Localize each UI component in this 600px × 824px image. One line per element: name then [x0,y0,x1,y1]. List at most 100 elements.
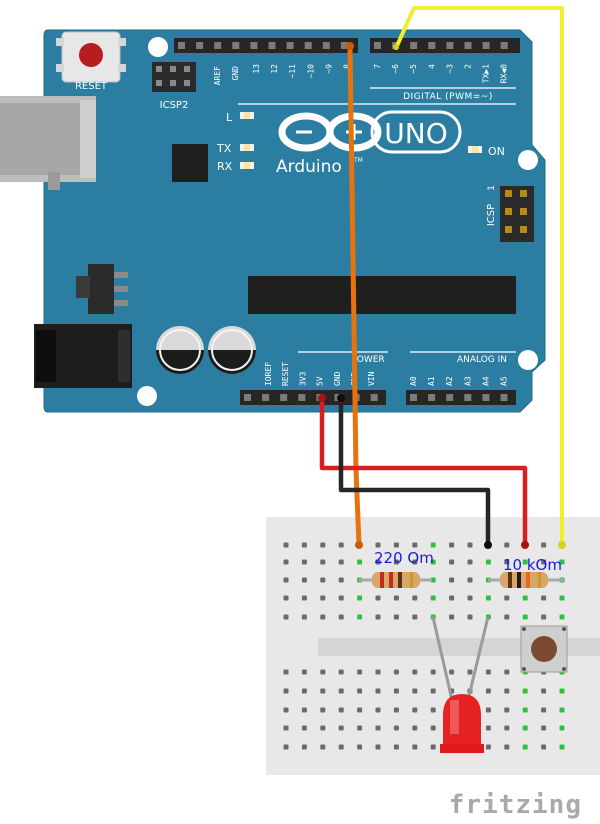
breadboard-hole [430,707,436,713]
breadboard-hole [412,614,418,620]
breadboard-hole [320,725,326,731]
pin-label: A4 [481,376,490,386]
pin-label: 7 [373,64,382,69]
header-pin [500,42,508,49]
wire-yellow [394,6,564,547]
header-pin [446,394,454,401]
breadboard-hole [430,725,436,731]
pin-label-gnd: GND [231,66,240,81]
breadboard-hole [504,744,510,750]
breadboard-hole [559,707,565,713]
mounting-hole [137,386,157,406]
pin-label: ~11 [288,64,297,79]
breadboard-hole [430,559,436,565]
pin-label: ~6 [391,64,400,74]
svg-text:TX: TX [216,142,232,155]
breadboard-hole [283,707,289,713]
breadboard-hole [320,669,326,675]
usb-chip [172,144,208,182]
svg-text:ON: ON [488,145,505,158]
breadboard-hole [504,707,510,713]
breadboard-hole [393,707,399,713]
breadboard-hole [449,614,455,620]
led-l-indicator: L [226,111,254,124]
uno-label: UNO [384,117,447,150]
breadboard-hole [467,595,473,601]
breadboard-hole [357,595,363,601]
header-pin [286,42,294,49]
mounting-hole [518,350,538,370]
breadboard-hole [283,559,289,565]
breadboard-hole [467,669,473,675]
wire-end [521,541,529,549]
breadboard-hole [522,744,528,750]
breadboard-hole [467,577,473,583]
breadboard-hole [338,542,344,548]
breadboard-hole [430,542,436,548]
pin-label: RESET [281,362,290,386]
fritzing-watermark: fritzing [449,790,582,820]
power-label: POWER [351,355,384,365]
led-rx-indicator: RX [217,160,254,173]
breadboard-hole [338,688,344,694]
breadboard-hole [412,725,418,731]
reset-label: RESET [75,81,108,92]
header-pin [298,394,306,401]
pin-label: ~5 [409,64,418,74]
wire-end [393,44,399,50]
mounting-hole [148,37,168,57]
wires [318,6,566,549]
breadboard-hole [449,577,455,583]
svg-text:RX: RX [217,160,233,173]
header-pin [374,42,381,49]
resistor-220-ohm: 220 Om [359,549,434,588]
header-pin [410,394,417,401]
breadboard-hole [283,542,289,548]
arduino-uno-board: RESET ICSP2 [0,29,546,413]
led-tx-indicator: TX [216,142,254,155]
breadboard-hole [467,542,473,548]
breadboard-hole [541,707,547,713]
breadboard-hole [393,559,399,565]
pin-label: ~3 [445,64,454,74]
usb-connector [0,96,96,190]
breadboard-hole [338,559,344,565]
breadboard-hole [412,707,418,713]
pin-label: ~9 [324,64,333,74]
voltage-regulator [76,264,128,314]
header-pin [428,394,436,401]
breadboard-hole [559,559,565,565]
pin-label-aref: AREF [213,66,222,85]
power-jack [34,324,132,388]
breadboard-hole [283,669,289,675]
resistor-10k-ohm: 10 kOm [488,556,565,588]
header-pin [410,42,418,49]
breadboard-hole [430,688,436,694]
pin-label: 5V [316,376,325,386]
breadboard-hole [504,559,510,565]
breadboard-hole [559,688,565,694]
pin-label: 2 [464,64,473,69]
arduino-label: Arduino [276,157,342,177]
header-pin [250,42,258,49]
breadboard-hole [559,744,565,750]
breadboard-hole [357,725,363,731]
breadboard-hole [412,669,418,675]
breadboard-hole [522,707,528,713]
breadboard-hole [338,595,344,601]
breadboard-hole [430,669,436,675]
header-pin [446,42,454,49]
led-on-indicator: ON [468,145,505,158]
breadboard-hole [301,707,307,713]
breadboard-hole [541,688,547,694]
breadboard-hole [504,614,510,620]
icsp2-label: ICSP2 [160,100,189,111]
breadboard-hole [485,725,491,731]
header-pin [370,394,378,401]
pin-label: A5 [500,376,509,386]
pin-label: 8 [343,64,352,69]
red-led [431,616,490,753]
power-header [240,390,386,405]
header-pin [322,42,330,49]
breadboard-hole [283,744,289,750]
